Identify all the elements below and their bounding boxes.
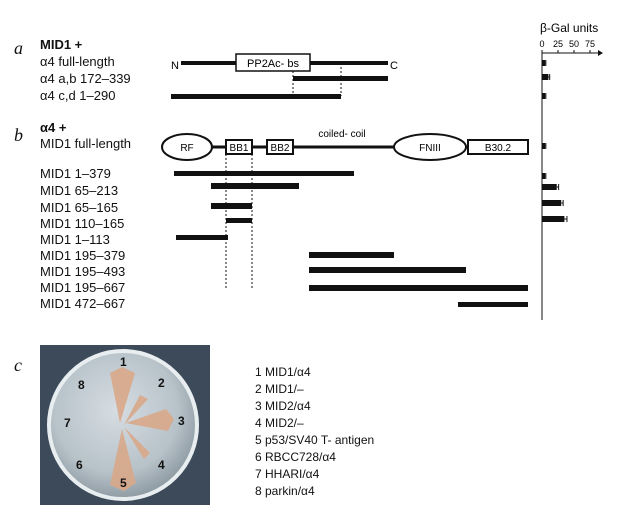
plate-number-label: 8 (78, 378, 85, 392)
chart-tick-label: 25 (553, 39, 563, 49)
chart-bar (542, 60, 546, 66)
plate-number-label: 7 (64, 416, 71, 430)
fniii-domain (393, 133, 467, 161)
chart-bar (542, 216, 565, 222)
chart-tick-label: 50 (569, 39, 579, 49)
yeast-streak (124, 395, 148, 425)
chart-tick-label: 75 (585, 39, 595, 49)
panel-c-letter: c (14, 355, 22, 375)
mid1-fragment-bar (458, 302, 528, 307)
panel-b-row-label: MID1 65–213 (40, 183, 119, 198)
yeast-streak (124, 427, 150, 459)
mid1-fragment-bar (176, 235, 228, 240)
alpha4-fragment-bar (293, 76, 388, 81)
panel-b-row-label: MID1 1–113 (40, 232, 110, 247)
chart-x-axis-arrow (598, 50, 603, 56)
panel-b-letter: b (14, 125, 23, 145)
plate-number-label: 4 (158, 458, 165, 472)
panel-a-row-label: α4 full-length (40, 54, 115, 69)
pp2ac-binding-label: PP2Ac- bs (247, 58, 299, 70)
panel-b-row-label: MID1 1–379 (40, 166, 111, 181)
yeast-streak (110, 367, 135, 423)
mid1-fragment-bar (309, 285, 528, 291)
fniii-domain-label: FNIII (419, 143, 441, 154)
mid1-fragment-bar (309, 252, 394, 258)
n-terminus-label: N (171, 60, 179, 72)
chart-bar (542, 74, 549, 80)
construct-diagram: N C PP2Ac- bs RF BB1 BB2 coiled- coil FN… (161, 53, 529, 307)
chart-bar (542, 184, 557, 190)
panel-a-header: MID1 + (40, 37, 83, 52)
plate-legend-item: 8 parkin/α4 (255, 484, 315, 498)
beta-gal-chart: β-Gal units 0 25 50 75 (539, 21, 603, 320)
plate-legend-item: 3 MID2/α4 (255, 399, 311, 413)
plate-number-label: 6 (76, 458, 83, 472)
petri-dish (47, 349, 199, 501)
plate-number-label: 5 (120, 476, 127, 490)
panel-b-row-label: MID1 195–493 (40, 264, 126, 279)
mid1-fragment-bar (174, 171, 354, 176)
panel-b-row-label: MID1 472–667 (40, 296, 126, 311)
coiled-coil-label: coiled- coil (318, 129, 365, 140)
yeast-streak (110, 429, 136, 491)
panel-b-row-label: MID1 195–379 (40, 248, 126, 263)
plate-legend-item: 5 p53/SV40 T- antigen (255, 433, 375, 447)
panel-a-row-label: α4 a,b 172–339 (40, 71, 131, 86)
plate-legend-item: 7 HHARI/α4 (255, 467, 320, 481)
rf-domain (161, 133, 213, 161)
panel-b-row-label: MID1 110–165 (40, 216, 125, 231)
plate-number-label: 3 (178, 414, 185, 428)
b302-domain (467, 139, 529, 155)
bb2-domain (266, 139, 294, 155)
panel-b-header: α4 + (40, 120, 67, 135)
rf-domain-label: RF (180, 143, 193, 154)
mid1-fragment-bar (226, 218, 252, 223)
plate-illustration: 1 2 3 4 5 6 7 8 (47, 349, 199, 501)
chart-bar (542, 143, 546, 149)
plate-legend-item: 4 MID2/– (255, 416, 304, 430)
mid1-fragment-bar (211, 203, 252, 209)
alpha4-fragment-bar (171, 94, 341, 99)
b302-domain-label: B30.2 (485, 143, 512, 154)
plate-number-label: 2 (158, 376, 165, 390)
bb2-domain-label: BB2 (271, 143, 290, 154)
panel-b-row-label: MID1 full-length (40, 136, 132, 151)
panel-a-letter: a (14, 38, 23, 58)
plate-legend-item: 1 MID1/α4 (255, 365, 311, 379)
c-terminus-label: C (390, 60, 398, 72)
mid1-fragment-bar (309, 267, 466, 273)
pp2ac-binding-domain (235, 53, 311, 72)
panel-b-row-label: MID1 195–667 (40, 280, 126, 295)
bb1-domain (225, 139, 253, 155)
plate-legend-item: 2 MID1/– (255, 382, 304, 396)
plate-photo: 1 2 3 4 5 6 7 8 (40, 345, 210, 505)
yeast-streaks (110, 367, 174, 491)
chart-title: β-Gal units (540, 21, 598, 35)
chart-bar (542, 173, 546, 179)
bb1-domain-label: BB1 (230, 143, 249, 154)
plate-number-label: 1 (120, 355, 127, 369)
mid1-fragment-bar (211, 183, 299, 189)
plate-legend-item: 6 RBCC728/α4 (255, 450, 336, 464)
chart-bar (542, 200, 562, 206)
panel-b-row-label: MID1 65–165 (40, 200, 119, 215)
chart-bar (542, 93, 546, 99)
panel-a-row-label: α4 c,d 1–290 (40, 88, 116, 103)
yeast-streak (126, 409, 174, 431)
chart-tick-label: 0 (539, 39, 544, 49)
